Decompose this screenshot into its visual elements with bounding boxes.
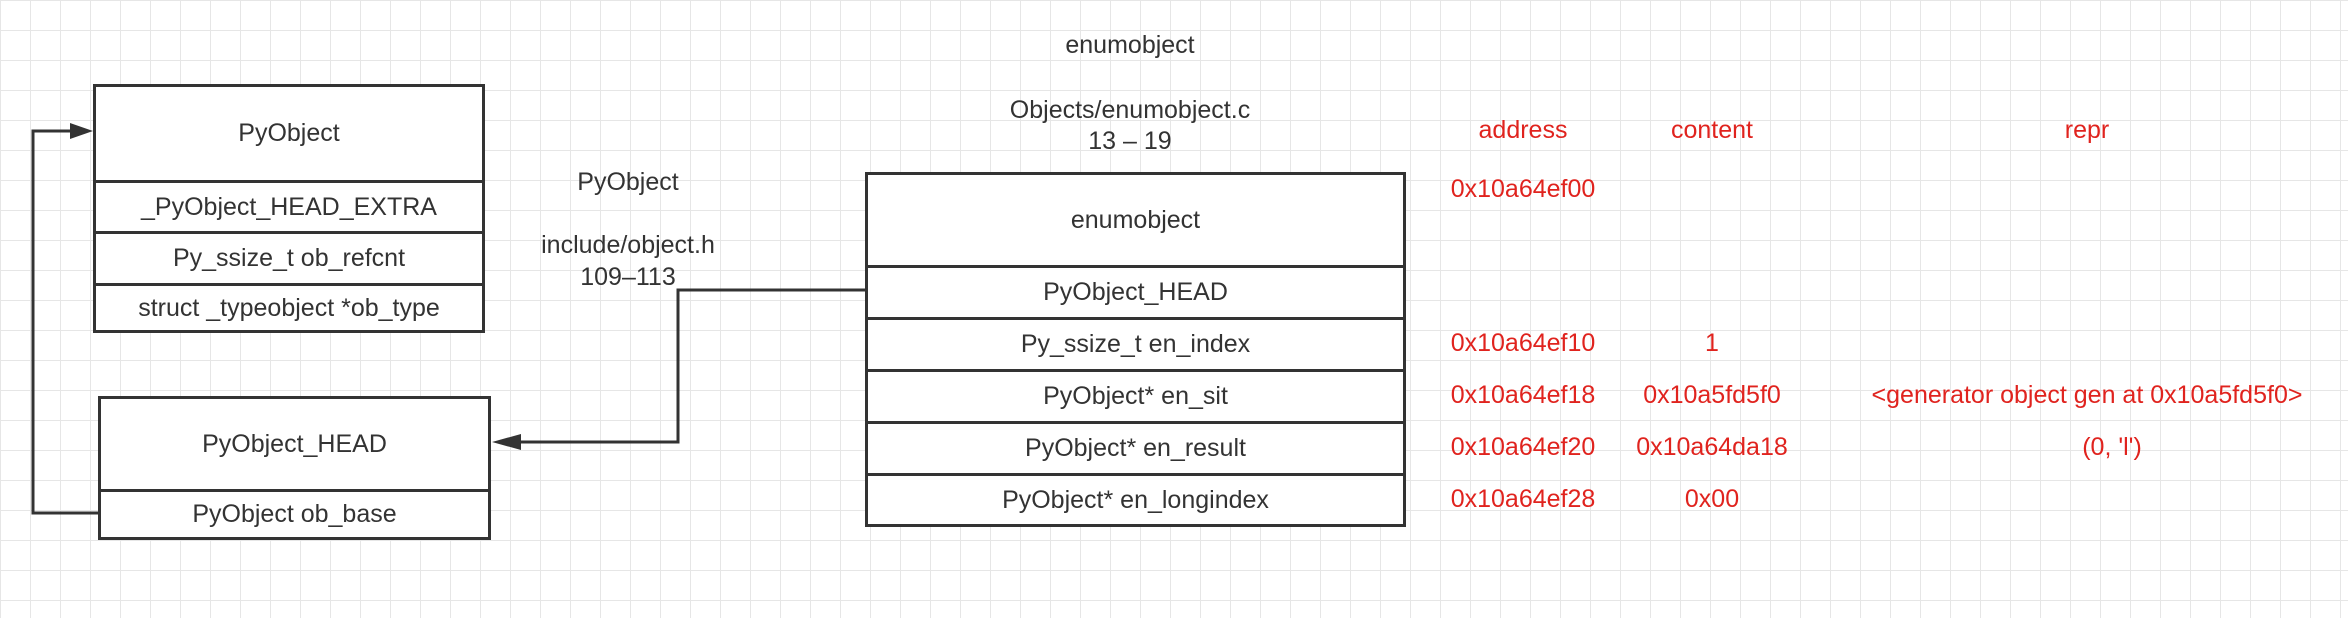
pyobject-field-type: struct _typeobject *ob_type — [96, 283, 482, 330]
enumobject-field-en-sit: PyObject* en_sit — [868, 369, 1403, 421]
ob-base-to-pyobject-arrowhead — [70, 123, 93, 139]
enumobject-field-en-result: PyObject* en_result — [868, 421, 1403, 473]
row-en-result-address: 0x10a64ef20 — [1450, 433, 1596, 461]
enumobject-field-en-index: Py_ssize_t en_index — [868, 317, 1403, 369]
enumobject-field-head: PyObject_HEAD — [868, 265, 1403, 317]
ob-base-to-pyobject-connector — [31, 129, 100, 515]
row-en-result-content: 0x10a64da18 — [1636, 433, 1788, 461]
pyobject-note-file: include/object.h — [541, 231, 715, 259]
enumobject-struct-title: enumobject — [1070, 205, 1201, 234]
enumobject-note-file: Objects/enumobject.c — [1009, 96, 1251, 124]
pyobject-field-refcnt: Py_ssize_t ob_refcnt — [96, 231, 482, 283]
row-en-sit-address: 0x10a64ef18 — [1450, 381, 1596, 409]
enumobject-struct-box: enumobject PyObject_HEAD Py_ssize_t en_i… — [865, 172, 1406, 527]
row-en-sit-repr: <generator object gen at 0x10a5fd5f0> — [1871, 381, 2303, 409]
pyobject-field-head-extra: _PyObject_HEAD_EXTRA — [96, 180, 482, 231]
pyobject-note-lines: 109–113 — [580, 263, 676, 291]
pyobject-head-field-ob-base: PyObject ob_base — [101, 489, 488, 537]
header-repr: repr — [2064, 116, 2110, 144]
row-en-index-content: 1 — [1705, 329, 1719, 357]
pyobject-head-box: PyObject_HEAD PyObject ob_base — [98, 396, 491, 540]
enum-head-to-pyobject-head-arrowhead — [492, 434, 521, 450]
row-en-index-address: 0x10a64ef10 — [1450, 329, 1596, 357]
enum-head-to-pyobject-head-connector — [515, 288, 866, 444]
pyobject-struct-title: PyObject — [238, 119, 340, 147]
pyobject-note-name: PyObject — [577, 168, 679, 196]
row-en-longindex-content: 0x00 — [1684, 485, 1740, 513]
row-en-result-repr: (0, 'l') — [2082, 433, 2142, 461]
header-address: address — [1478, 116, 1568, 144]
row-en-sit-content: 0x10a5fd5f0 — [1643, 381, 1781, 409]
enumobject-note-lines: 13 – 19 — [1088, 127, 1172, 155]
enumobject-title-address: 0x10a64ef00 — [1450, 175, 1596, 203]
enumobject-field-en-longindex: PyObject* en_longindex — [868, 473, 1403, 524]
pyobject-head-title: PyObject_HEAD — [202, 429, 387, 458]
pyobject-struct-box: PyObject _PyObject_HEAD_EXTRA Py_ssize_t… — [93, 84, 485, 333]
header-content: content — [1670, 116, 1753, 144]
enumobject-note-name: enumobject — [1065, 31, 1195, 59]
row-en-longindex-address: 0x10a64ef28 — [1450, 485, 1596, 513]
